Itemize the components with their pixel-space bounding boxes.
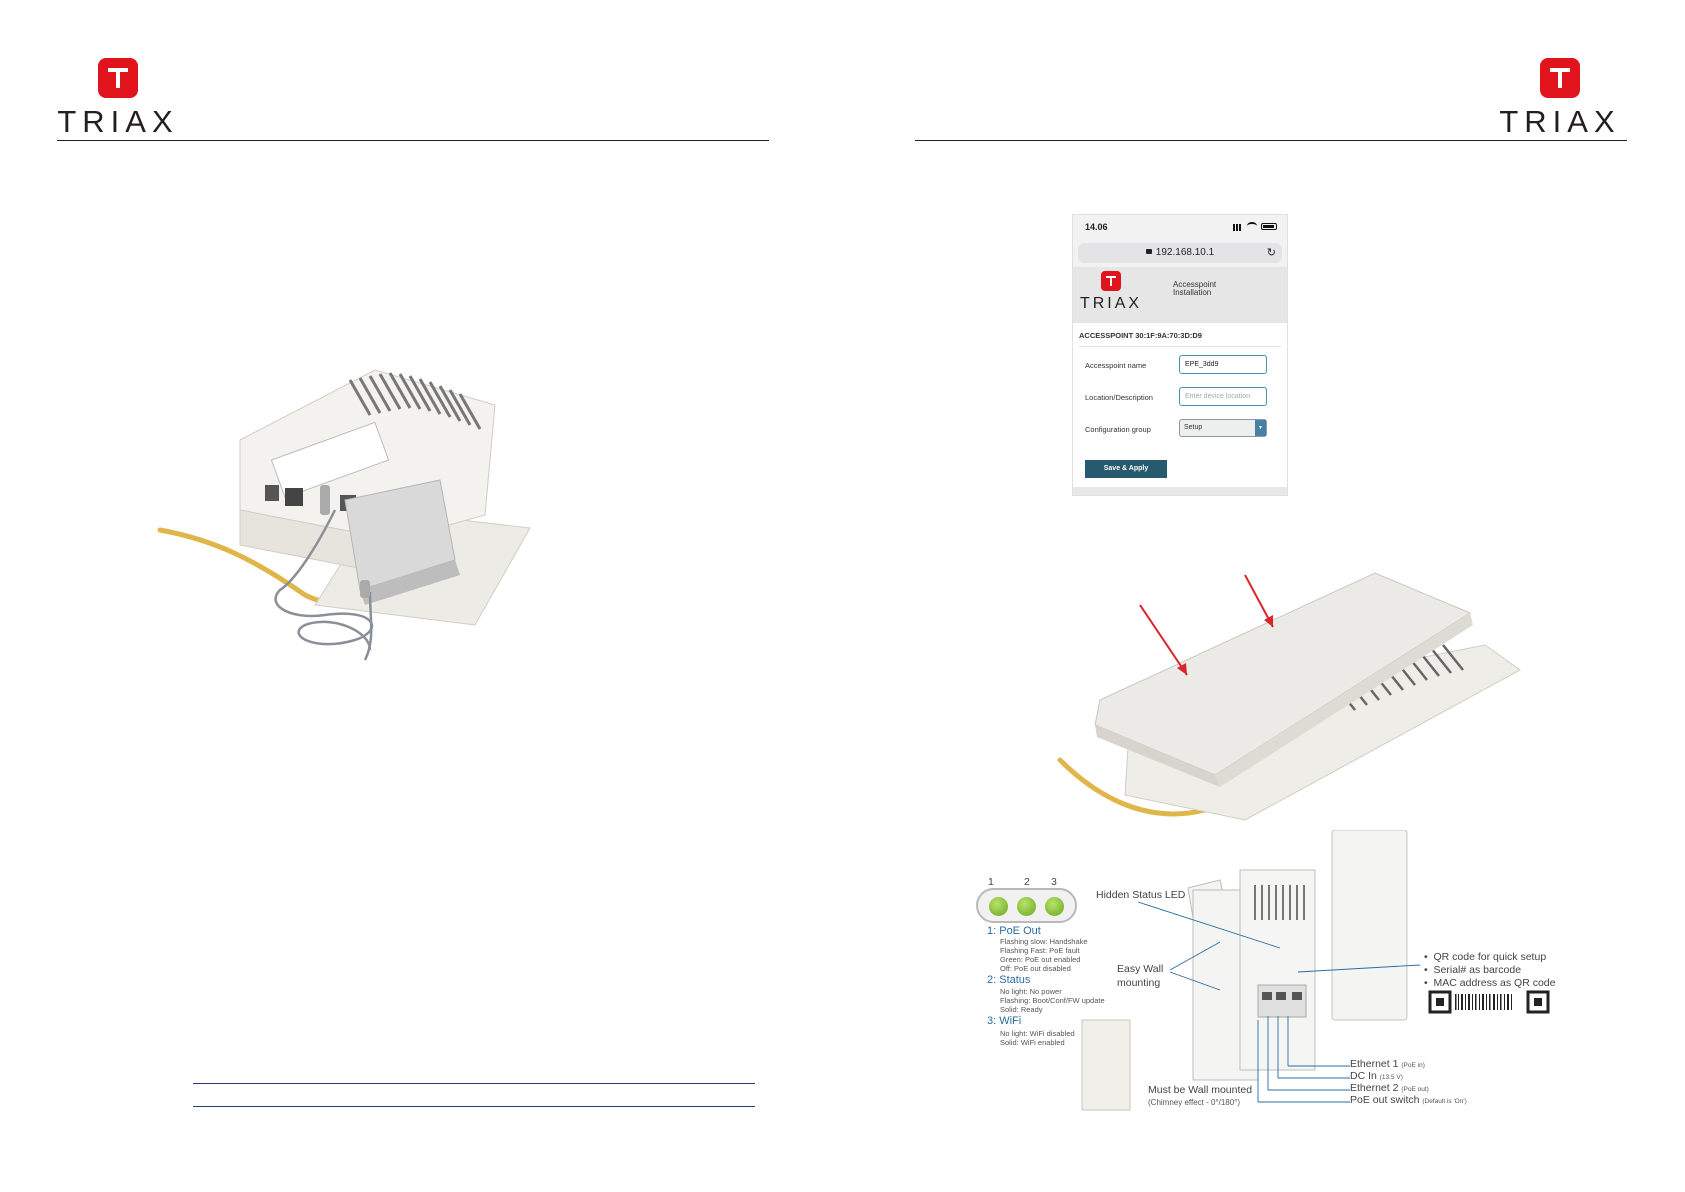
led-section-2-line: No light: No power: [1000, 987, 1062, 996]
configuration-group-value: Setup: [1184, 424, 1203, 431]
phone-time: 14.06: [1085, 222, 1108, 232]
led-section-1-title: 1: PoE Out: [987, 925, 1041, 937]
led-section-3-title: 3: WiFi: [987, 1015, 1022, 1027]
led-wifi-icon: [1045, 897, 1064, 916]
led-section-2-title: 2: Status: [987, 974, 1031, 986]
wall-mounted-note-line1: Must be Wall mounted: [1148, 1084, 1253, 1096]
app-title-line1: Accesspoint: [1173, 280, 1217, 289]
led-section-1-line: Flashing slow: Handshake: [1000, 937, 1088, 946]
triax-wordmark: TRIAX: [57, 104, 179, 139]
led-section-1-line: Flashing Fast: PoE fault: [1000, 946, 1080, 955]
led-number-3: 3: [1051, 876, 1057, 888]
port-dc-in: DC In (13.5 V): [1350, 1070, 1403, 1082]
blue-rule-upper: [193, 1083, 755, 1084]
app-triax-logo: TRIAX: [1075, 271, 1147, 321]
qr-bullet-1-text: QR code for quick setup: [1433, 951, 1547, 963]
led-number-2: 2: [1024, 876, 1030, 888]
wifi-icon: [1247, 222, 1257, 230]
qr-bullet-2-text: Serial# as barcode: [1433, 964, 1522, 976]
status-icons: [1233, 222, 1277, 231]
led-section-3-line: No light: WiFi disabled: [1000, 1029, 1075, 1038]
accesspoint-name-input[interactable]: EPE_3dd9: [1179, 355, 1267, 374]
phone-setup-screenshot: 14.06 192.168.10.1 ↻ TRIAX Accesspoint I…: [1072, 214, 1288, 496]
app-header: TRIAX Accesspoint Installation: [1073, 267, 1287, 323]
exploded-diagram: [1081, 830, 1550, 1111]
cover-mounting-photo: [1057, 572, 1521, 821]
qr-bullet-1: • QR code for quick setup: [1424, 951, 1547, 963]
lock-icon: [1145, 249, 1152, 254]
form-row-location: Location/Description Enter device locati…: [1079, 379, 1281, 411]
easy-wall-mounting-label-line2: mounting: [1117, 977, 1161, 989]
led-status-icon: [1017, 897, 1036, 916]
triax-wordmark: TRIAX: [1499, 104, 1621, 139]
port-ethernet-1-name: Ethernet 1: [1350, 1058, 1399, 1070]
port-ethernet-2: Ethernet 2 (PoE out): [1350, 1082, 1429, 1094]
port-dc-in-note: (13.5 V): [1379, 1074, 1403, 1081]
wall-mounted-note-line2: (Chimney effect - 0°/180°): [1148, 1098, 1241, 1107]
app-triax-wordmark: TRIAX: [1079, 295, 1143, 312]
reload-icon[interactable]: ↻: [1266, 247, 1276, 259]
save-apply-button[interactable]: Save & Apply: [1085, 460, 1167, 478]
configuration-group-select[interactable]: Setup ▼: [1179, 419, 1267, 437]
form-row-name: Accesspoint name EPE_3dd9: [1079, 347, 1281, 379]
dropdown-arrow-icon: ▼: [1255, 420, 1266, 436]
port-ethernet-2-name: Ethernet 2: [1350, 1082, 1399, 1094]
port-ethernet-2-note: (PoE out): [1401, 1086, 1429, 1093]
easy-wall-mounting-label-line1: Easy Wall: [1117, 963, 1164, 975]
qr-bullet-3-text: MAC address as QR code: [1433, 977, 1556, 989]
header-rule-left: [57, 140, 769, 141]
battery-icon: [1261, 223, 1277, 230]
configuration-group-label: Configuration group: [1085, 425, 1151, 434]
blue-rule-lower: [193, 1106, 755, 1107]
browser-url-bar[interactable]: 192.168.10.1 ↻: [1078, 243, 1282, 263]
phone-status-bar: 14.06: [1073, 215, 1287, 239]
led-indicator-panel: [976, 888, 1077, 923]
location-input[interactable]: Enter device location: [1179, 387, 1267, 406]
led-section-1-line: Green: PoE out enabled: [1000, 955, 1081, 964]
triax-logo-right: TRIAX: [1490, 58, 1630, 139]
led-section-2-line: Flashing: Boot/Conf/FW update: [1000, 996, 1105, 1005]
led-number-1: 1: [988, 876, 994, 888]
port-dc-in-name: DC In: [1350, 1070, 1377, 1082]
triax-t-icon: [1540, 58, 1580, 98]
port-ethernet-1: Ethernet 1 (PoE in): [1350, 1058, 1425, 1070]
qr-bullet-3: • MAC address as QR code: [1424, 977, 1556, 989]
header-rule-right: [915, 140, 1627, 141]
location-label: Location/Description: [1085, 393, 1153, 402]
port-ethernet-1-note: (PoE in): [1401, 1062, 1425, 1069]
device-with-power-supply-photo: [157, 369, 531, 661]
accesspoint-mac-heading: ACCESSPOINT 30:1F:9A:70:3D:D9: [1079, 331, 1281, 347]
accesspoint-name-label: Accesspoint name: [1085, 361, 1147, 370]
phone-footer: [1073, 487, 1287, 495]
signal-icon: [1233, 224, 1243, 231]
hidden-status-led-label: Hidden Status LED: [1096, 889, 1186, 901]
port-poe-out-switch: PoE out switch (Default is 'On'): [1350, 1094, 1467, 1106]
triax-t-icon: [98, 58, 138, 98]
app-title-line2: Installation: [1173, 288, 1212, 297]
qr-bullet-2: • Serial# as barcode: [1424, 964, 1522, 976]
led-section-3-line: Solid: WiFi enabled: [1000, 1038, 1065, 1047]
port-poe-out-switch-name: PoE out switch: [1350, 1094, 1420, 1106]
triax-t-icon: [1101, 271, 1121, 291]
port-poe-out-switch-note: (Default is 'On'): [1422, 1098, 1467, 1105]
form-row-group: Configuration group Setup ▼: [1079, 411, 1281, 443]
app-title: Accesspoint Installation: [1173, 281, 1216, 297]
url-text: 192.168.10.1: [1155, 247, 1215, 258]
triax-logo-left: TRIAX: [48, 58, 188, 139]
led-section-2-line: Solid: Ready: [1000, 1005, 1043, 1014]
led-section-1-line: Off: PoE out disabled: [1000, 964, 1071, 973]
led-poe-out-icon: [989, 897, 1008, 916]
